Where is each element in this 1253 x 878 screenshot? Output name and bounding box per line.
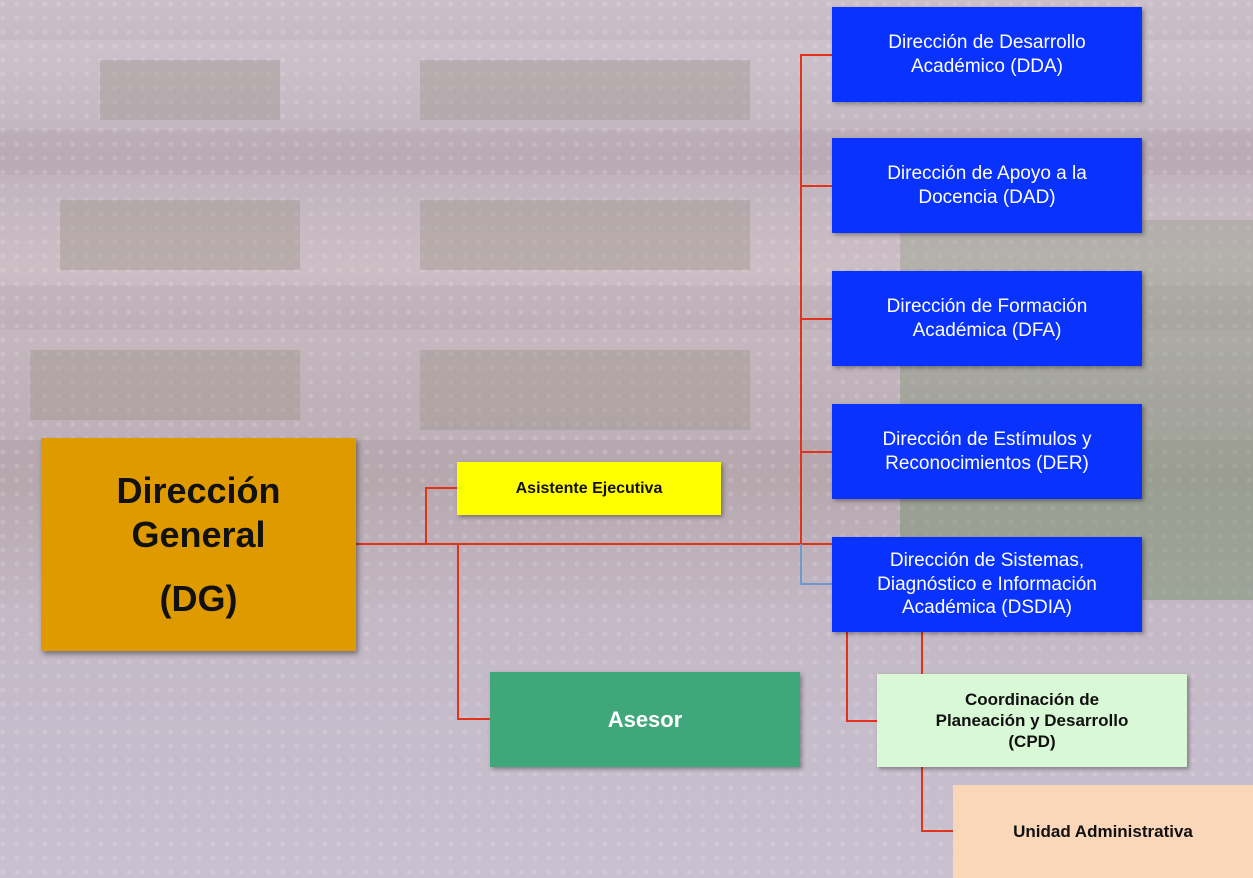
background-window [420, 60, 750, 120]
connector-direcciones-trunk [800, 54, 802, 544]
connector-asistente-horizontal [425, 487, 458, 489]
background-window [100, 60, 280, 120]
node-dfa: Dirección de Formación Académica (DFA) [832, 271, 1142, 366]
connector-ua-horizontal [921, 830, 954, 832]
connector-dfa [800, 318, 832, 320]
connector-der [800, 451, 832, 453]
node-dg-abbr: (DG) [159, 577, 238, 619]
node-dad: Dirección de Apoyo a la Docencia (DAD) [832, 138, 1142, 233]
node-der-line-1: Dirección de Estímulos y [882, 428, 1092, 450]
connector-blue-stub [800, 583, 832, 585]
connector-asistente-vertical [425, 487, 427, 544]
connector-cpd-vertical [846, 632, 848, 721]
node-asesor-label: Asesor [607, 706, 683, 732]
node-dsdia-line-2: Diagnóstico e Información [877, 573, 1097, 595]
node-cpd-line-1: Coordinación de [964, 689, 1100, 709]
connector-dda [800, 54, 832, 56]
node-cpd-line-2: Planeación y Desarrollo [935, 710, 1129, 730]
node-dda-line-2: Académico (DDA) [910, 55, 1064, 77]
node-asistente-label: Asistente Ejecutiva [515, 479, 663, 497]
connector-dg-horizontal [356, 543, 832, 545]
connector-dsdia-cpd [921, 632, 923, 675]
background-window [420, 350, 750, 430]
background-window [60, 200, 300, 270]
node-dda-line-1: Dirección de Desarrollo [888, 31, 1086, 53]
node-dfa-line-1: Dirección de Formación [886, 295, 1088, 317]
node-dad-line-2: Docencia (DAD) [918, 186, 1056, 208]
connector-ua-vertical [921, 767, 923, 831]
background-window [30, 350, 300, 420]
node-dad-line-1: Dirección de Apoyo a la [887, 162, 1087, 184]
node-dg-line-1: Dirección [116, 470, 281, 512]
node-ua: Unidad Administrativa [953, 785, 1253, 878]
node-asesor: Asesor [490, 672, 800, 767]
node-cpd-line-3: (CPD) [1008, 732, 1056, 752]
node-dg: Dirección General (DG) [41, 438, 356, 651]
background-window [420, 200, 750, 270]
node-dfa-line-2: Académica (DFA) [912, 319, 1062, 341]
connector-blue-stub [800, 544, 802, 584]
connector-cpd-horizontal [846, 720, 878, 722]
node-cpd: Coordinación de Planeación y Desarrollo … [877, 674, 1187, 767]
node-dsdia-line-1: Dirección de Sistemas, [889, 549, 1085, 571]
node-asistente: Asistente Ejecutiva [457, 462, 721, 515]
node-dda: Dirección de Desarrollo Académico (DDA) [832, 7, 1142, 102]
connector-asesor-vertical [457, 543, 459, 719]
connector-asesor-horizontal [457, 718, 491, 720]
node-der: Dirección de Estímulos y Reconocimientos… [832, 404, 1142, 499]
node-ua-label: Unidad Administrativa [1013, 821, 1193, 841]
node-dg-line-2: General [131, 513, 266, 555]
node-dsdia-line-3: Académica (DSDIA) [902, 597, 1072, 619]
node-der-line-2: Reconocimientos (DER) [885, 452, 1089, 474]
node-dsdia: Dirección de Sistemas, Diagnóstico e Inf… [832, 537, 1142, 632]
connector-dad [800, 185, 832, 187]
